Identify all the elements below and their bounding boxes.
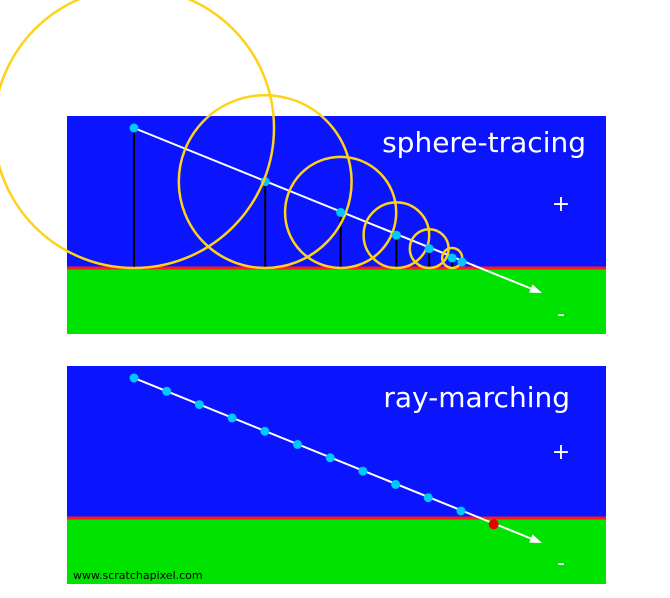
- sample-point: [336, 207, 346, 217]
- distance-circle: [0, 0, 276, 270]
- sample-point: [129, 373, 139, 383]
- sample-point: [293, 440, 302, 449]
- ground-region: [67, 268, 606, 334]
- distance-circle: [177, 93, 353, 270]
- ray-arrowhead: [529, 534, 542, 543]
- sample-points: [129, 373, 499, 530]
- ray-marching-panel: ray-marching + - www.scratchapixel.com: [67, 366, 606, 584]
- panel-title: ray-marching: [383, 381, 570, 414]
- sample-point: [227, 413, 237, 423]
- negative-sign: -: [557, 551, 565, 576]
- sample-point: [457, 257, 467, 267]
- negative-sign: -: [557, 302, 565, 327]
- panel-title: sphere-tracing: [382, 126, 586, 159]
- sample-point: [447, 253, 457, 263]
- sample-point: [260, 426, 270, 436]
- distance-circles-overflow: [0, 0, 276, 270]
- sample-point: [358, 466, 368, 476]
- distance-circle: [362, 201, 431, 270]
- sample-point: [456, 506, 466, 516]
- sample-point: [424, 244, 434, 254]
- sample-point: [423, 493, 433, 503]
- sample-point: [391, 479, 401, 489]
- positive-sign: +: [552, 192, 570, 217]
- sample-point: [391, 230, 401, 240]
- ray-arrowhead: [529, 284, 542, 293]
- distance-circle: [283, 155, 398, 270]
- website-credit: www.scratchapixel.com: [73, 569, 203, 582]
- hit-point: [488, 519, 499, 530]
- sky-region: [67, 116, 606, 268]
- sample-point: [162, 386, 172, 396]
- sky-region: [67, 366, 606, 518]
- sample-point: [325, 453, 335, 463]
- sphere-tracing-panel: sphere-tracing + -: [67, 93, 606, 334]
- distance-circles: [177, 93, 464, 270]
- ground-region: [67, 518, 606, 584]
- sample-point: [194, 400, 204, 410]
- sample-point: [129, 123, 139, 133]
- positive-sign: +: [552, 440, 570, 465]
